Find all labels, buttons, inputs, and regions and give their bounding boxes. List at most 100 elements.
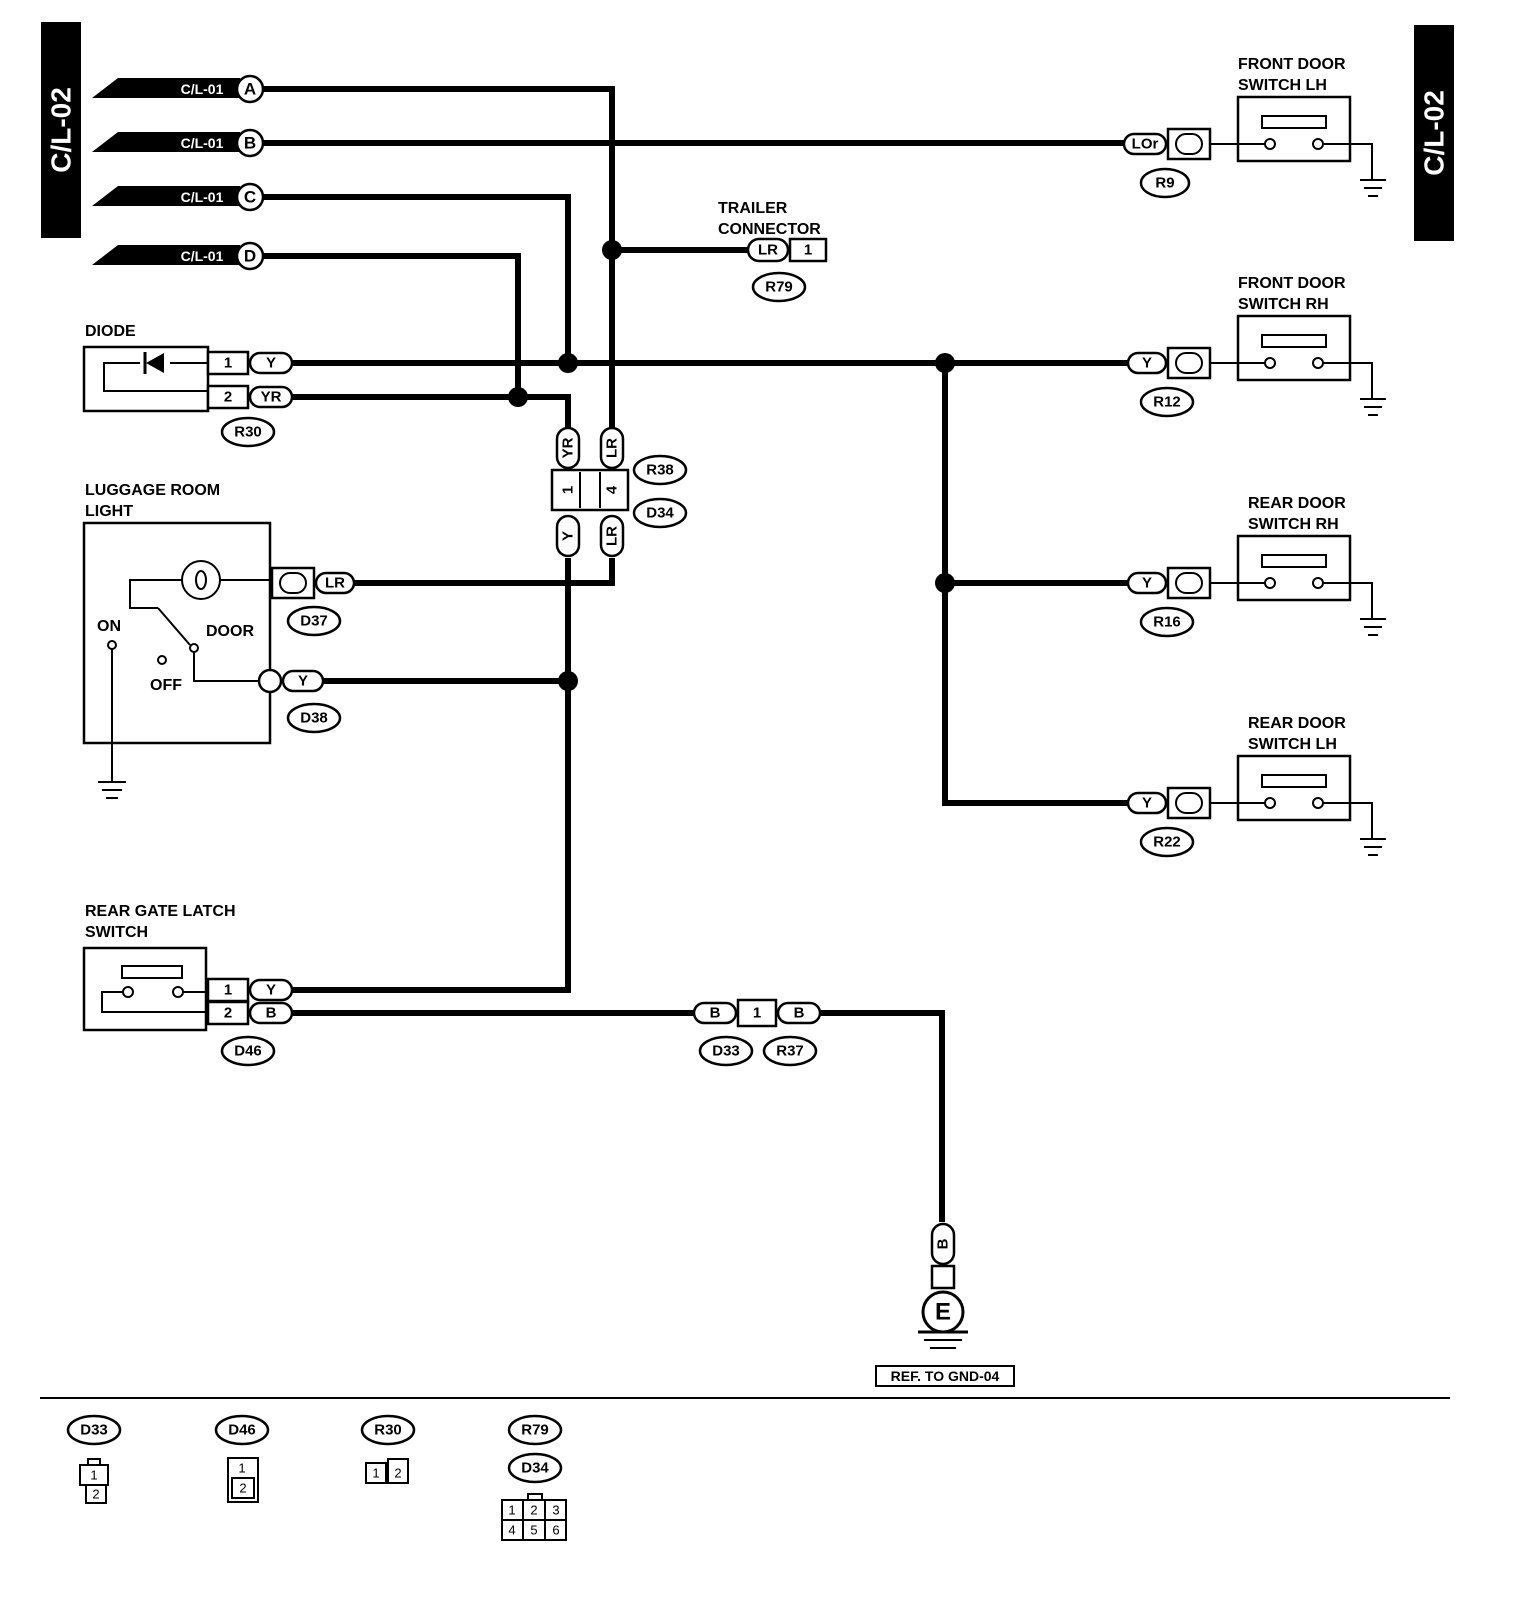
rear-door-switch-rh: REAR DOOR SWITCH RH Y R16	[1126, 495, 1386, 638]
diode-wire-2: YR	[261, 389, 282, 406]
input-connector-d: C/L-01 D	[92, 241, 265, 271]
junction-pin-right: 4	[604, 485, 621, 494]
junction-pin-left: 1	[560, 486, 577, 494]
rear-gate-pin-1: 1	[224, 982, 232, 999]
input-connector-d-letter: D	[244, 247, 256, 266]
input-connector-a-letter: A	[244, 80, 256, 99]
rear-door-switch-rh-title-1: REAR DOOR	[1248, 495, 1346, 512]
legend-d46-pin-2: 2	[239, 1481, 246, 1496]
splice-dot	[558, 353, 578, 373]
trailer-connector-id: R79	[765, 279, 793, 296]
diode-pin-1: 1	[224, 355, 232, 372]
input-connector-c: C/L-01 C	[92, 182, 265, 212]
junction-connector-bottom: D34	[646, 505, 674, 522]
rear-gate-wire-2: B	[266, 1005, 277, 1022]
legend-r30-pin-1: 1	[372, 1466, 379, 1481]
rear-door-switch-lh-title-2: SWITCH LH	[1248, 736, 1337, 753]
input-connector-b: C/L-01 B	[92, 128, 265, 158]
legend-d34-pin-6: 6	[552, 1523, 559, 1538]
legend-d34-pin-3: 3	[552, 1503, 559, 1518]
splice-dot	[935, 353, 955, 373]
input-connector-a: C/L-01 A	[92, 74, 265, 104]
rear-door-switch-rh-connector: R16	[1153, 614, 1181, 631]
input-connector-a-ref: C/L-01	[181, 81, 224, 97]
luggage-switch-door: DOOR	[206, 623, 254, 640]
ground-joint-wire-left: B	[710, 1005, 721, 1022]
splice-dots	[508, 240, 955, 691]
ground-joint-pin: 1	[753, 1005, 761, 1022]
side-tab-left: C/L-02	[41, 22, 81, 238]
junction-bottom-right-wire: LR	[604, 526, 621, 546]
legend-d33-pin-2: 2	[92, 1487, 99, 1502]
legend-d34-pin-2: 2	[530, 1503, 537, 1518]
diode: DIODE 1 Y 2 YR R30	[82, 323, 294, 448]
legend-d34-pin-1: 1	[508, 1503, 515, 1518]
ground-joint-wire-right: B	[794, 1005, 805, 1022]
legend-d34-label: D34	[521, 1460, 549, 1477]
legend-d33-pin-1: 1	[90, 1468, 97, 1483]
diode-connector: R30	[234, 424, 262, 441]
ground-wire: B	[935, 1238, 952, 1249]
junction-top-left-wire: YR	[560, 437, 577, 458]
rear-gate-connector: D46	[234, 1043, 262, 1060]
luggage-connector-lr: D37	[300, 613, 328, 630]
front-door-switch-rh-title-2: SWITCH RH	[1238, 296, 1329, 313]
junction-connector-top: R38	[646, 462, 674, 479]
legend-r79-label: R79	[521, 1422, 549, 1439]
luggage-wire-y: Y	[298, 673, 308, 690]
luggage-room-light-title-2: LIGHT	[85, 503, 133, 520]
legend-d46-label: D46	[228, 1422, 256, 1439]
rear-gate-latch-switch: REAR GATE LATCH SWITCH 1 Y 2 B D46	[82, 903, 294, 1067]
legend-r30-pin-2: 2	[394, 1466, 401, 1481]
splice-dot	[602, 240, 622, 260]
diode-pin-2: 2	[224, 389, 232, 406]
junction-bottom-left-wire: Y	[560, 531, 577, 541]
luggage-room-light-title-1: LUGGAGE ROOM	[85, 482, 220, 499]
trailer-connector-wire: LR	[758, 242, 778, 259]
legend-d34-pin-4: 4	[508, 1523, 515, 1538]
junction-connector: YR LR 1 4 Y LR R38 D34	[550, 426, 688, 558]
legend-d46-pin-1: 1	[238, 1461, 245, 1476]
luggage-switch-on: ON	[97, 618, 121, 635]
front-door-switch-lh-title-2: SWITCH LH	[1238, 77, 1327, 94]
side-tab-right-label: C/L-02	[1419, 90, 1450, 176]
ground-joint-connector: B 1 B D33 R37	[692, 998, 822, 1067]
ground-joint-connector-right: R37	[776, 1043, 804, 1060]
ground-symbol: E	[935, 1299, 951, 1326]
luggage-switch-off: OFF	[150, 677, 182, 694]
trailer-connector-pin: 1	[804, 242, 812, 259]
front-door-switch-lh-connector: R9	[1155, 175, 1174, 192]
front-door-switch-lh: FRONT DOOR SWITCH LH LOr R9	[1122, 56, 1386, 199]
legend-d46: D46 1 2	[214, 1414, 270, 1503]
legend-r30: R30 1 2	[360, 1414, 416, 1484]
input-connector-c-letter: C	[244, 188, 256, 207]
rear-door-switch-lh-title-1: REAR DOOR	[1248, 715, 1346, 732]
legend-d33: D33 1 2	[66, 1414, 122, 1504]
rear-gate-title-2: SWITCH	[85, 924, 148, 941]
front-door-switch-rh-connector: R12	[1153, 394, 1181, 411]
rear-gate-wire-1: Y	[266, 982, 276, 999]
front-door-switch-rh: FRONT DOOR SWITCH RH Y R12	[1126, 275, 1386, 418]
input-connector-d-ref: C/L-01	[181, 248, 224, 264]
side-tab-left-label: C/L-02	[46, 87, 77, 173]
legend-d33-label: D33	[80, 1422, 108, 1439]
rear-gate-pin-2: 2	[224, 1005, 232, 1022]
junction-top-right-wire: LR	[604, 438, 621, 458]
lamp-icon	[181, 560, 221, 600]
front-door-switch-lh-title-1: FRONT DOOR	[1238, 56, 1346, 73]
trailer-connector-title-1: TRAILER	[718, 200, 788, 217]
wires	[263, 86, 1133, 1222]
rear-door-switch-rh-wire: Y	[1142, 575, 1152, 592]
rear-gate-title-1: REAR GATE LATCH	[85, 903, 236, 920]
luggage-connector-y: D38	[300, 710, 328, 727]
rear-door-switch-lh-connector: R22	[1153, 834, 1181, 851]
front-door-switch-rh-title-1: FRONT DOOR	[1238, 275, 1346, 292]
luggage-wire-lr: LR	[325, 575, 345, 592]
front-door-switch-rh-wire: Y	[1142, 355, 1152, 372]
input-connector-b-letter: B	[244, 134, 256, 153]
splice-dot	[558, 671, 578, 691]
legend-d34-pin-5: 5	[530, 1523, 537, 1538]
luggage-room-light: LUGGAGE ROOM LIGHT ON OFF DOOR LR D37 Y …	[82, 482, 356, 799]
rear-door-switch-lh-wire: Y	[1142, 795, 1152, 812]
